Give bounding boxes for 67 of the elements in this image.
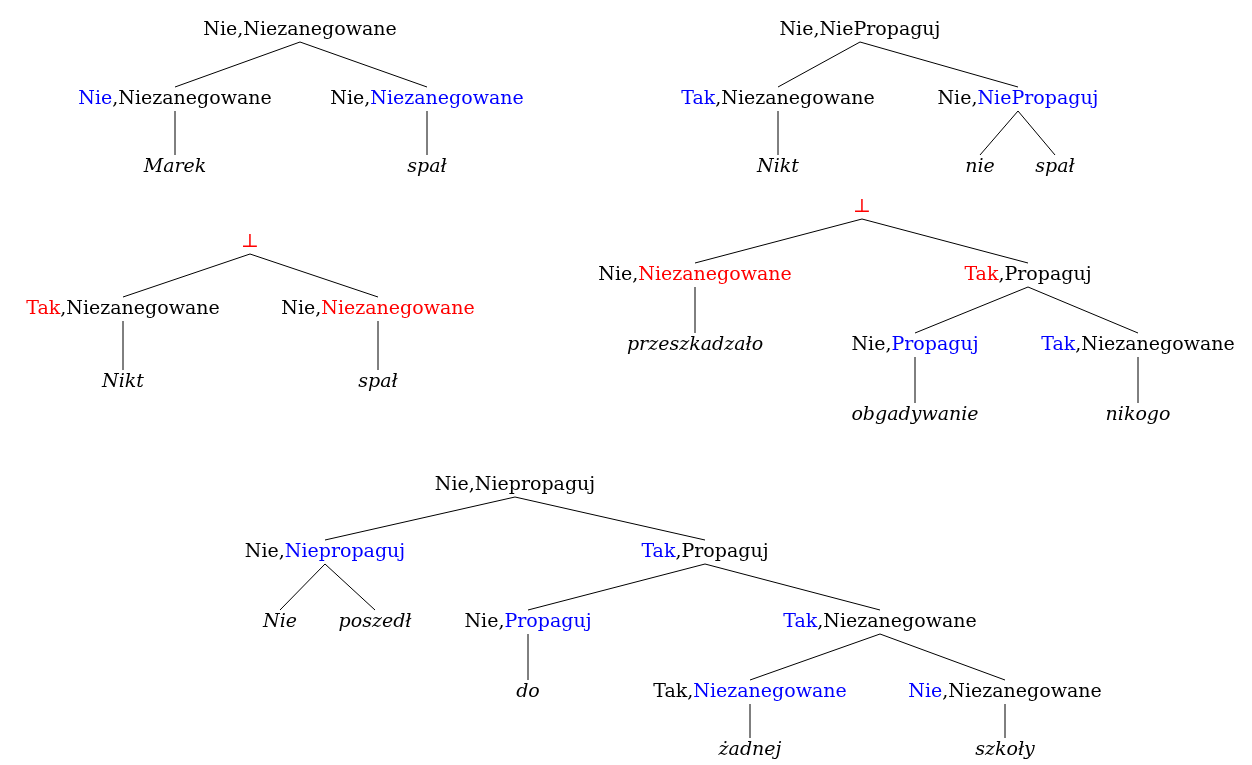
word-leaf: żadnej (718, 736, 782, 760)
tree-branch (279, 563, 326, 611)
tree-branch (527, 633, 529, 681)
tree-branch (777, 41, 861, 88)
tree-branch (914, 286, 1029, 334)
word-leaf: poszedł (338, 608, 412, 632)
tree-branch (174, 41, 301, 88)
word-leaf: Nie (263, 608, 297, 632)
tree-node-label: Nie,Niepropaguj (434, 471, 596, 495)
tree-node-label: Nie,NiePropaguj (779, 16, 941, 40)
word-leaf: spał (1035, 153, 1075, 177)
tree-node-label: Tak,Propaguj (641, 538, 769, 562)
word-leaf: przeszkadzało (626, 331, 764, 355)
word-leaf: Nikt (102, 368, 144, 392)
tree-node-label: Nie,Niezanegowane (330, 85, 524, 109)
tree-branch (122, 320, 124, 371)
tree-node-label: Nie,Niezanegowane (281, 295, 475, 319)
tree-node-label: Tak,Niezanegowane (783, 608, 977, 632)
tree-node-label: Nie,Niezanegowane (908, 678, 1102, 702)
tree-node-label: ⊥ (241, 228, 259, 252)
tree-branch (694, 286, 696, 334)
tree-branch (1004, 703, 1006, 739)
tree-branch (1017, 110, 1056, 156)
tree-node-label: Tak,Propaguj (964, 261, 1092, 285)
tree-node-label: Nie,Niepropaguj (244, 538, 406, 562)
tree-branch (879, 633, 1006, 681)
tree-branch (704, 563, 881, 611)
tree-branch (1137, 356, 1139, 404)
tree-branch (749, 633, 881, 681)
tree-branch (174, 110, 176, 156)
tree-branch (299, 41, 428, 88)
tree-node-label: Tak,Niezanegowane (681, 85, 875, 109)
tree-branch (426, 110, 428, 156)
word-leaf: Nikt (757, 153, 799, 177)
tree-branch (249, 253, 379, 298)
tree-branch (914, 356, 916, 404)
tree-branch (1027, 286, 1139, 334)
word-leaf: spał (407, 153, 447, 177)
tree-node-label: Nie,Niezanegowane (598, 261, 792, 285)
tree-branch (514, 496, 706, 541)
tree-branch (324, 563, 376, 611)
tree-branch (861, 218, 1029, 264)
tree-node-label: Nie,Niezanegowane (203, 16, 397, 40)
tree-node-label: Nie,Propaguj (851, 331, 979, 355)
word-leaf: szkoły (975, 736, 1035, 760)
tree-branch (527, 563, 706, 611)
tree-branch (749, 703, 751, 739)
tree-node-label: Tak,Niezanegowane (653, 678, 847, 702)
word-leaf: do (516, 678, 540, 702)
tree-node-label: Nie,Propaguj (464, 608, 592, 632)
tree-branch (777, 110, 779, 156)
tree-branch (324, 496, 516, 541)
tree-branch (979, 110, 1019, 156)
tree-node-label: Tak,Niezanegowane (1041, 331, 1235, 355)
tree-node-label: Nie,NiePropaguj (937, 85, 1099, 109)
tree-branch (122, 253, 251, 298)
word-leaf: spał (358, 368, 398, 392)
word-leaf: nikogo (1105, 401, 1171, 425)
word-leaf: nie (965, 153, 995, 177)
tree-node-label: Tak,Niezanegowane (26, 295, 220, 319)
tree-node-label: ⊥ (853, 193, 871, 217)
tree-branch (859, 41, 1019, 88)
word-leaf: Marek (143, 153, 207, 177)
tree-branch (377, 320, 379, 371)
tree-node-label: Nie,Niezanegowane (78, 85, 272, 109)
word-leaf: obgadywanie (851, 401, 979, 425)
tree-branch (694, 218, 863, 264)
